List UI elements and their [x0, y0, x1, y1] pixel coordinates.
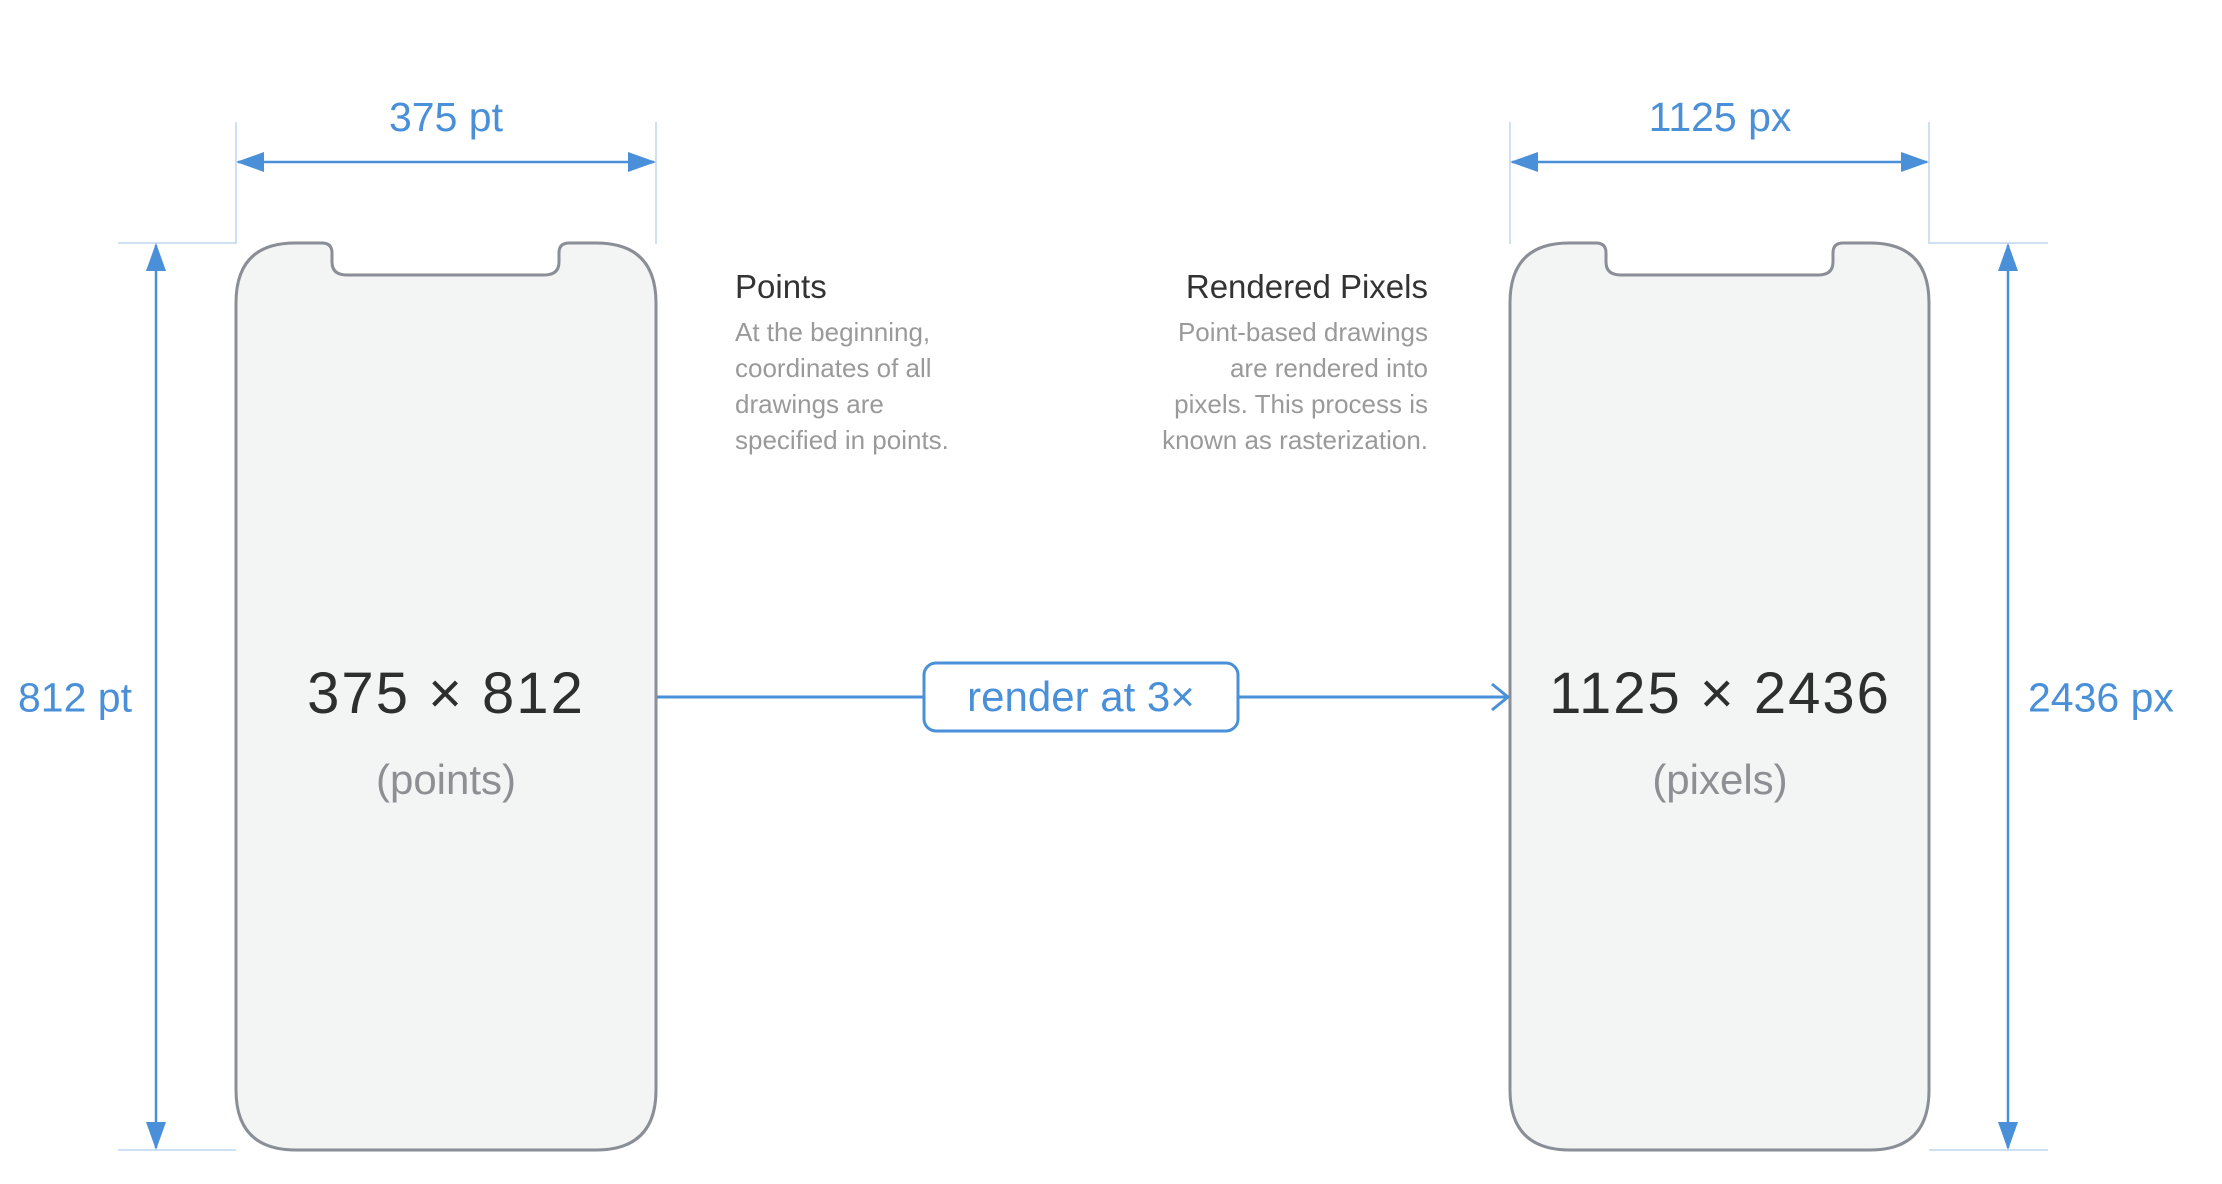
pixels-note-line: known as rasterization.: [1162, 425, 1428, 455]
pixels-note-line: Point-based drawings: [1177, 317, 1428, 347]
left-width-label: 375 pt: [389, 94, 503, 140]
right-width-label: 1125 px: [1648, 94, 1792, 140]
points-note-title: Points: [735, 268, 827, 305]
left-guide-lines: [118, 122, 657, 1151]
render-label-text: render at 3×: [967, 673, 1195, 720]
left-phone-frame: [234, 241, 658, 1152]
points-note-line: specified in points.: [735, 425, 949, 455]
pixels-note-title: Rendered Pixels: [1185, 268, 1428, 305]
left-unit-text: (points): [375, 756, 517, 803]
right-height-label: 2436 px: [2028, 674, 2174, 721]
right-dimensions-text: 1125 × 2436: [1549, 661, 1891, 726]
left-dimensions-text: 375 × 812: [307, 661, 585, 726]
right-unit-text: (pixels): [1652, 756, 1788, 803]
render-label-box: [922, 661, 1240, 733]
left-height-label: 812 pt: [18, 674, 132, 721]
points-note-line: At the beginning,: [735, 317, 931, 347]
right-phone-frame: [1508, 241, 1931, 1152]
points-note-line: drawings are: [735, 389, 884, 419]
points-note-line: coordinates of all: [735, 353, 932, 383]
pixels-note-line: pixels. This process is: [1174, 389, 1428, 419]
pixels-note: Rendered Pixels Point-based drawings are…: [1162, 268, 1428, 458]
right-guide-lines: [1509, 122, 2048, 1151]
pixels-note-line: are rendered into: [1229, 353, 1428, 383]
points-note: Points At the beginning, coordinates of …: [735, 268, 949, 458]
